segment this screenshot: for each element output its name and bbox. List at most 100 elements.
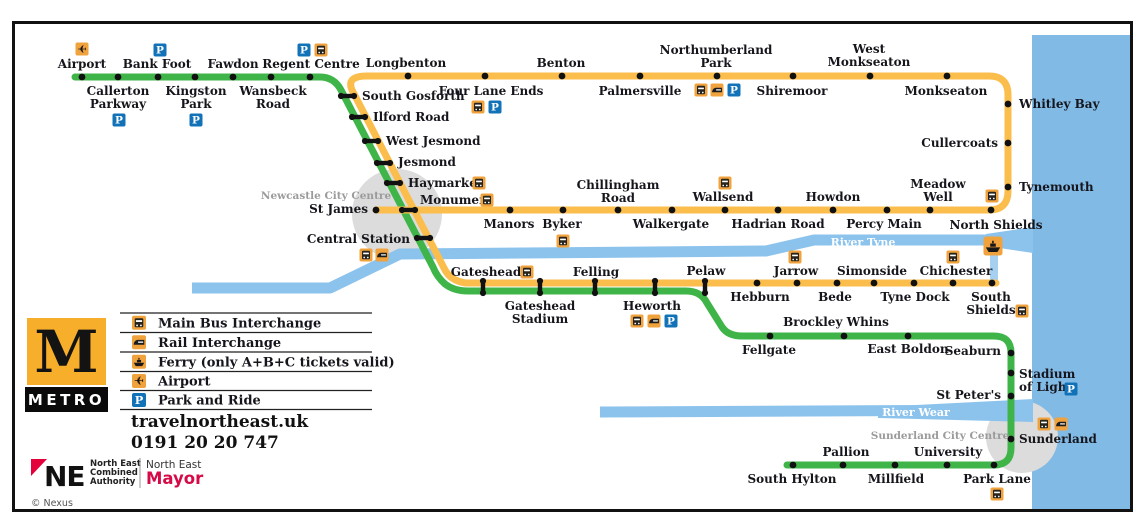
legend-item-rail: Rail Interchange bbox=[132, 335, 281, 351]
bus-icon bbox=[1015, 304, 1029, 318]
station-label: Regent Centre bbox=[262, 57, 360, 71]
ne-caption-line1: North East bbox=[90, 459, 141, 469]
station-label: Hadrian Road bbox=[731, 217, 825, 231]
legend-item-label: Main Bus Interchange bbox=[158, 316, 321, 331]
park-icon: P bbox=[132, 393, 146, 407]
station-cullercoats: Cullercoats bbox=[921, 136, 1012, 150]
station-percy-main: Percy Main bbox=[846, 206, 922, 231]
station-label: Brockley Whins bbox=[783, 315, 889, 329]
station-marker-end bbox=[591, 289, 599, 297]
station-label: Northumberland bbox=[660, 43, 773, 57]
station-marker bbox=[154, 73, 162, 81]
station-west-jesmond: West Jesmond bbox=[361, 134, 481, 148]
station-label: Meadow bbox=[910, 177, 966, 191]
station-label: Whitley Bay bbox=[1018, 97, 1101, 111]
svg-text:P: P bbox=[115, 115, 123, 127]
station-seaburn: Seaburn bbox=[945, 344, 1015, 358]
station-pallion: Pallion bbox=[823, 445, 870, 469]
station-marker bbox=[78, 73, 86, 81]
ne-caption-line2: Combined bbox=[90, 468, 138, 478]
station-label: Gateshead bbox=[505, 299, 576, 313]
metro-logo-text: METRO bbox=[28, 391, 105, 409]
station-label: Cullercoats bbox=[921, 136, 998, 150]
station-east-boldon: East Boldon bbox=[867, 332, 949, 356]
station-marker bbox=[1007, 392, 1015, 400]
station-marker bbox=[614, 206, 622, 214]
station-marker bbox=[306, 73, 314, 81]
station-label: Pallion bbox=[823, 445, 870, 459]
river-wear-label: River Wear bbox=[882, 406, 950, 419]
bus-icon bbox=[718, 176, 732, 190]
station-whitley-bay: Whitley Bay bbox=[1004, 97, 1101, 111]
station-marker-end bbox=[337, 92, 345, 100]
station-marker-end bbox=[651, 277, 659, 285]
rail-icon bbox=[375, 248, 389, 262]
station-marker bbox=[829, 206, 837, 214]
station-marker-end bbox=[361, 113, 369, 121]
station-sunderland: Sunderland bbox=[1007, 417, 1098, 446]
svg-text:✈: ✈ bbox=[134, 374, 144, 388]
station-marker bbox=[372, 206, 380, 214]
plane-icon: ✈ bbox=[75, 42, 89, 56]
website-text: travelnortheast.uk bbox=[131, 412, 309, 432]
station-label: Tyne Dock bbox=[880, 290, 950, 304]
station-label: Wallsend bbox=[692, 190, 754, 204]
bus-icon bbox=[694, 83, 708, 97]
svg-text:✈: ✈ bbox=[77, 43, 86, 56]
station-label: Road bbox=[256, 97, 291, 111]
legend-item-ferry: Ferry (only A+B+C tickets valid) bbox=[132, 354, 395, 370]
station-wallsend: Wallsend bbox=[692, 176, 754, 214]
phone-number: 0191 20 20 747 bbox=[131, 433, 279, 453]
station-label: West Jesmond bbox=[385, 134, 481, 148]
station-marker bbox=[910, 279, 918, 287]
bus-icon bbox=[132, 315, 146, 330]
station-marker bbox=[1004, 139, 1012, 147]
station-label: Manors bbox=[484, 217, 535, 231]
station-marker bbox=[789, 72, 797, 80]
ne-logo-flag-icon bbox=[31, 459, 47, 476]
station-monkseaton: Monkseaton bbox=[905, 72, 988, 98]
station-label: Longbenton bbox=[366, 56, 447, 70]
station-monument: Monument bbox=[398, 193, 494, 214]
station-marker bbox=[766, 332, 774, 340]
station-manors: Manors bbox=[484, 206, 535, 231]
park-icon: P bbox=[664, 314, 678, 328]
station-marker bbox=[1004, 100, 1012, 108]
station-label: Chichester bbox=[920, 264, 993, 278]
legend-item-label: Ferry (only A+B+C tickets valid) bbox=[158, 355, 395, 370]
station-howdon: Howdon bbox=[806, 190, 861, 214]
station-gateshead: Gateshead bbox=[451, 265, 534, 297]
station-marker bbox=[559, 206, 567, 214]
bus-icon bbox=[1037, 417, 1051, 431]
station-marker bbox=[949, 279, 957, 287]
metro-logo-tile bbox=[27, 318, 106, 385]
station-marker bbox=[926, 206, 934, 214]
station-marker bbox=[1007, 349, 1015, 357]
station-fawdon: Fawdon bbox=[207, 57, 259, 81]
station-label: Pelaw bbox=[687, 264, 727, 278]
station-marker bbox=[114, 73, 122, 81]
station-marker bbox=[987, 206, 995, 214]
station-label: Central Station bbox=[307, 232, 410, 246]
station-marker bbox=[404, 72, 412, 80]
station-tynemouth: Tynemouth bbox=[1004, 180, 1094, 194]
station-label: Bank Foot bbox=[123, 57, 192, 71]
station-ilford-road: Ilford Road bbox=[348, 110, 450, 124]
station-palmersville: Palmersville bbox=[599, 72, 682, 98]
ferry-icon bbox=[983, 236, 1003, 256]
metro-line-yellow bbox=[347, 72, 1012, 287]
station-hebburn: Hebburn bbox=[730, 279, 790, 304]
river-tyne-label: River Tyne bbox=[831, 236, 896, 249]
station-hadrian-road: Hadrian Road bbox=[731, 206, 825, 231]
station-marker bbox=[713, 72, 721, 80]
station-marker bbox=[904, 332, 912, 340]
station-label: Callerton bbox=[87, 84, 150, 98]
bus-icon bbox=[788, 250, 802, 264]
station-label: Felling bbox=[573, 265, 620, 279]
